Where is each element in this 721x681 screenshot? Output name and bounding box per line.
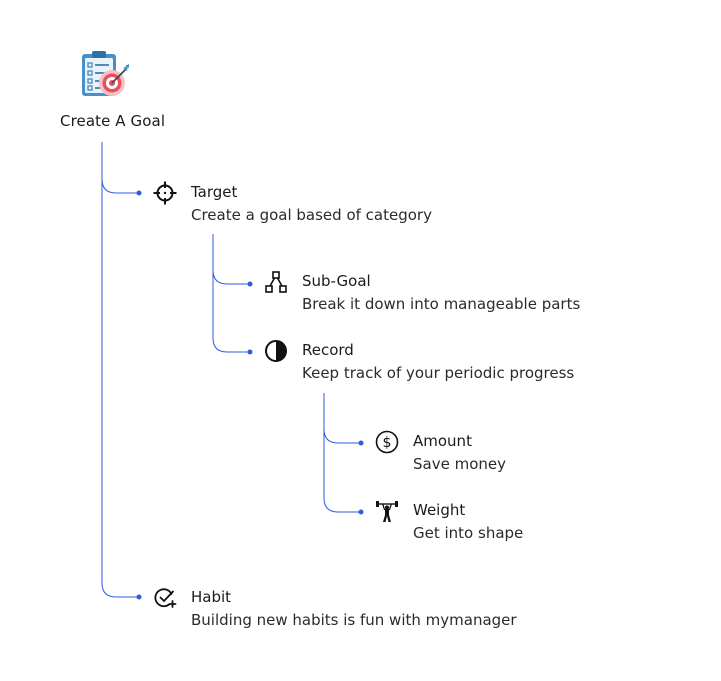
subgoal-title: Sub-Goal — [302, 272, 371, 290]
amount-description: Save money — [413, 455, 506, 473]
root-title: Create A Goal — [60, 112, 166, 130]
connector-dot-habit — [136, 594, 142, 600]
svg-text:$: $ — [383, 435, 392, 451]
hierarchy-icon — [265, 271, 287, 293]
crosshair-icon — [153, 181, 177, 205]
connector-habit — [101, 179, 138, 598]
record-title: Record — [302, 341, 354, 359]
target-title: Target — [191, 183, 238, 201]
connector-dot-target — [136, 190, 142, 196]
connector-amount — [323, 393, 360, 444]
weight-title: Weight — [413, 501, 466, 519]
connector-target — [101, 142, 138, 194]
connector-record — [212, 270, 249, 353]
connector-dot-subgoal — [247, 281, 253, 287]
dollar-circle-icon: $ — [375, 430, 399, 454]
subgoal-description: Break it down into manageable parts — [302, 295, 581, 313]
target-description: Create a goal based of category — [191, 206, 432, 224]
connector-subgoal — [212, 234, 249, 285]
connector-dot-record — [247, 349, 253, 355]
weight-description: Get into shape — [413, 524, 524, 542]
connector-dot-weight — [358, 509, 364, 515]
clipboard-target-icon — [82, 51, 129, 96]
check-sparkle-icon — [154, 588, 177, 608]
habit-title: Habit — [191, 588, 232, 606]
amount-title: Amount — [413, 432, 472, 450]
weightlifter-icon — [376, 501, 398, 522]
connector-weight — [323, 429, 360, 513]
connector-dot-amount — [358, 440, 364, 446]
pie-progress-icon — [265, 340, 287, 362]
habit-description: Building new habits is fun with mymanage… — [191, 611, 517, 629]
record-description: Keep track of your periodic progress — [302, 364, 575, 382]
